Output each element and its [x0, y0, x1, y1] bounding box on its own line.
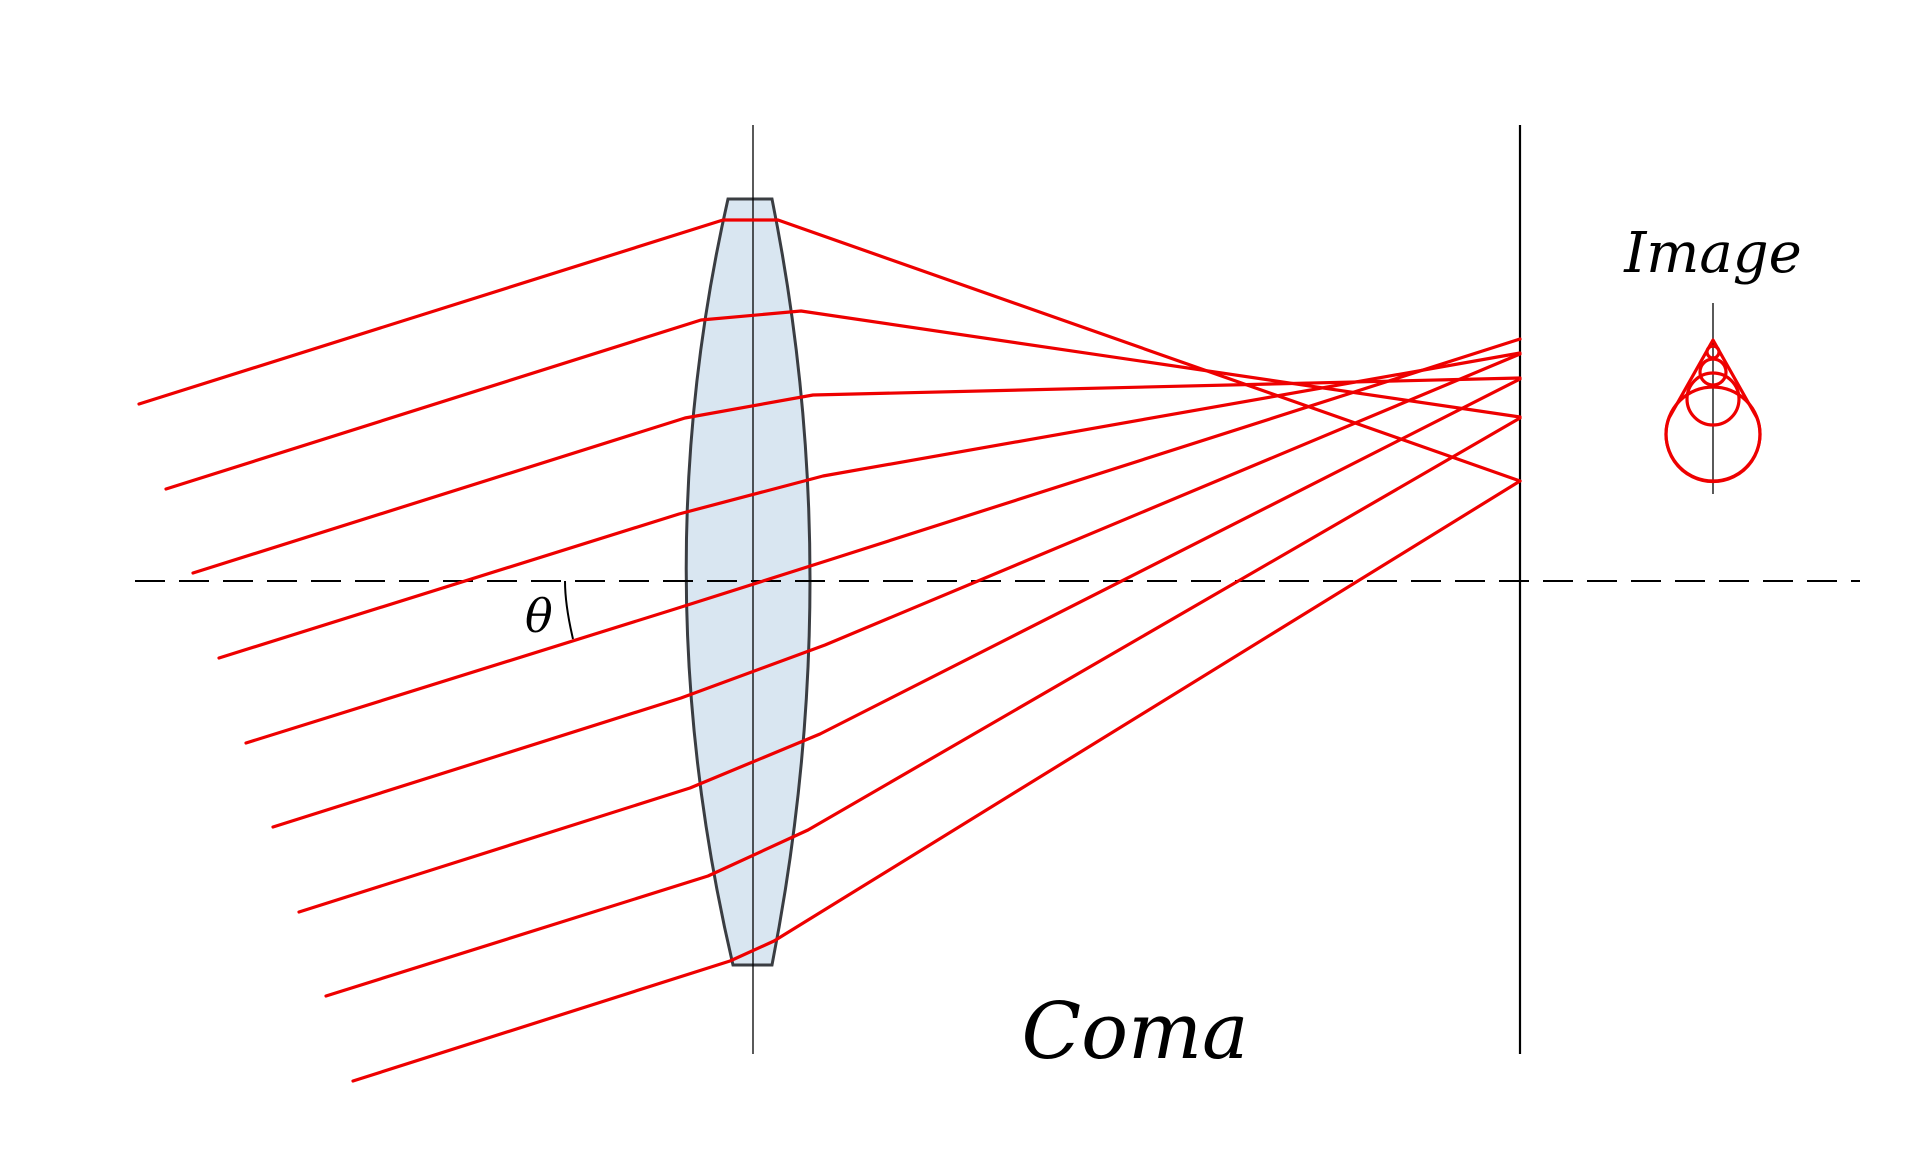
diagram-title: Coma	[1021, 987, 1248, 1077]
ray-5	[244, 337, 1522, 745]
ray-4	[217, 351, 1522, 660]
image-label: Image	[1623, 221, 1802, 286]
angle-arc	[564, 580, 574, 640]
ray-7	[297, 377, 1522, 914]
coma-circle-tiny	[1705, 344, 1721, 360]
ray-9	[351, 479, 1522, 1083]
ray-2	[164, 309, 1522, 491]
ray-1	[137, 218, 1522, 483]
ray-6	[271, 352, 1522, 829]
angle-theta-label: θ	[525, 589, 553, 643]
light-rays	[137, 218, 1522, 1083]
ray-8	[324, 416, 1522, 998]
coma-circle-medium	[1685, 371, 1741, 427]
ray-3	[191, 376, 1522, 575]
coma-image-inset	[1664, 303, 1762, 494]
biconvex-lens	[684, 197, 812, 967]
coma-circle-large	[1664, 385, 1762, 483]
